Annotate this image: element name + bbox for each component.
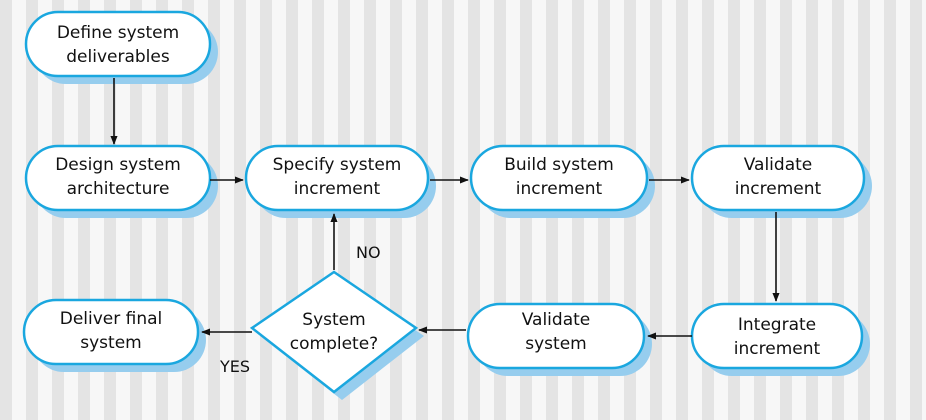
- node-label-line-2: increment: [294, 179, 381, 199]
- edge-label-yes: YES: [219, 357, 250, 376]
- node-border: [466, 302, 646, 370]
- node-validate-increment: Validate increment: [690, 144, 872, 218]
- node-label-line-1: Validate: [522, 310, 591, 330]
- node-label-line-1: Design system: [55, 155, 181, 175]
- node-label-line-1: Build system: [504, 155, 614, 175]
- node-deliver-final-system: Deliver final system: [22, 298, 206, 372]
- node-label-line-2: system: [80, 333, 141, 353]
- node-label-line-1: Deliver final: [60, 309, 163, 329]
- node-label-line-2: system: [525, 334, 586, 354]
- node-label-line-1: Validate: [744, 155, 813, 175]
- node-label-line-1: Integrate: [738, 315, 816, 335]
- node-label-line-2: architecture: [67, 179, 170, 199]
- node-label-line-2: deliverables: [66, 47, 170, 67]
- node-border: [24, 144, 212, 212]
- node-label-line-1: Define system: [57, 23, 179, 43]
- node-label-line-1: Specify system: [273, 155, 402, 175]
- node-label-line-1: System: [302, 310, 365, 330]
- node-design-system-architecture: Design system architecture: [24, 144, 218, 218]
- node-border: [24, 10, 212, 78]
- node-specify-system-increment: Specify system increment: [244, 144, 436, 218]
- node-border: [249, 270, 419, 394]
- node-label-line-2: increment: [734, 339, 821, 359]
- node-integrate-increment: Integrate increment: [690, 302, 870, 376]
- edge-label-no: NO: [356, 243, 381, 262]
- node-border: [244, 144, 430, 212]
- node-build-system-increment: Build system increment: [469, 144, 655, 218]
- node-system-complete-decision: System complete?: [249, 270, 424, 400]
- node-label-line-2: increment: [735, 179, 822, 199]
- node-label-line-2: complete?: [290, 334, 378, 354]
- node-validate-system: Validate system: [466, 302, 652, 376]
- node-label-line-2: increment: [516, 179, 603, 199]
- node-border: [22, 298, 200, 366]
- node-border: [469, 144, 649, 212]
- node-border: [690, 144, 866, 212]
- node-define-system-deliverables: Define system deliverables: [24, 10, 218, 84]
